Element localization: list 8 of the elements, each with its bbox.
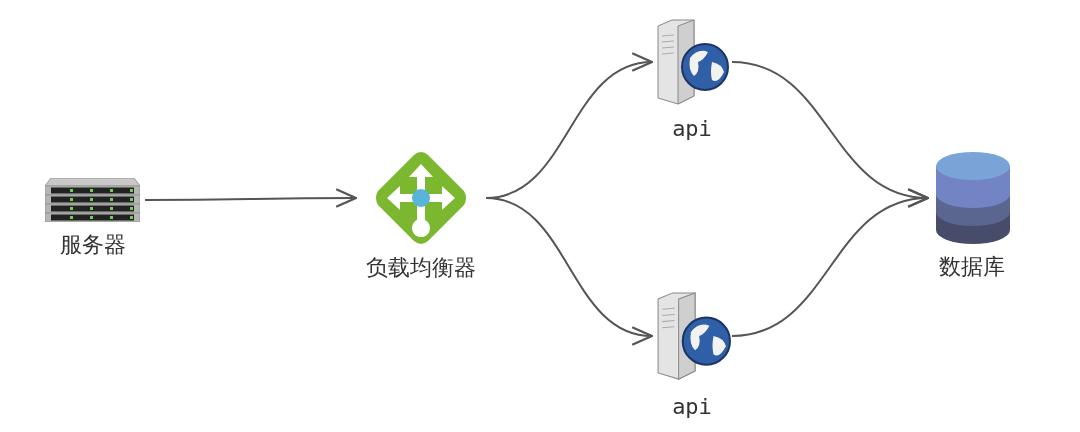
node-label: 服务器 <box>58 232 127 258</box>
node-label: 负载均衡器 <box>365 255 477 281</box>
node-label: 数据库 <box>938 254 1006 280</box>
arrow <box>144 188 358 208</box>
arrow <box>485 197 654 344</box>
node-label: api <box>671 394 713 420</box>
arrow <box>731 190 930 337</box>
node-label: api <box>671 116 713 142</box>
